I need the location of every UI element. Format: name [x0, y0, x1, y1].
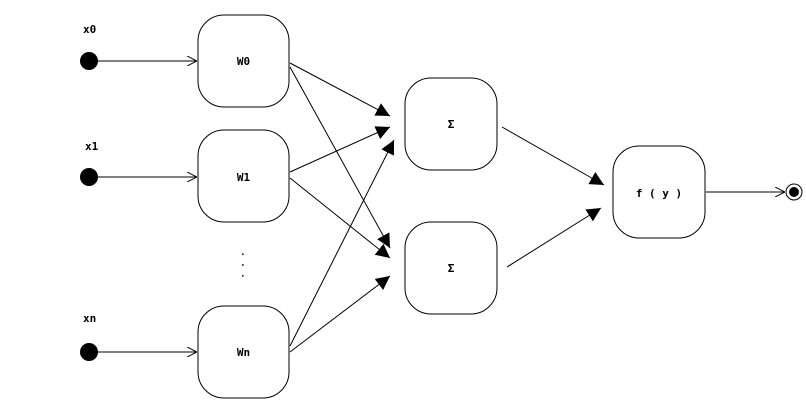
weight-node-w0: W0 [197, 14, 290, 108]
input-node-xn [80, 343, 98, 361]
output-terminal [785, 183, 803, 201]
input-node-x1 [80, 168, 98, 186]
activation-label: f ( y ) [636, 187, 682, 200]
weight-node-wn: Wn [197, 305, 290, 399]
ellipsis: . . . [239, 251, 249, 278]
edge-w0-sum2 [289, 66, 391, 249]
sum-node-2: Σ [404, 221, 498, 315]
sum-label-1: Σ [448, 118, 455, 131]
edge-wn-sum2 [289, 275, 391, 353]
edge-sum2-activation [506, 207, 602, 268]
input-label-x1: x1 [85, 140, 99, 153]
activation-node: f ( y ) [612, 145, 706, 239]
weight-label-w1: W1 [237, 171, 251, 184]
weight-label-w0: W0 [237, 55, 250, 68]
edge-w0-sum1 [289, 62, 391, 117]
input-node-x0 [80, 52, 98, 70]
edge-wn-sum1 [289, 139, 395, 347]
sum-node-1: Σ [404, 77, 498, 171]
sum-label-2: Σ [448, 262, 455, 275]
input-label-x0: x0 [83, 23, 96, 36]
edge-w1-sum1 [289, 126, 391, 173]
weight-node-w1: W1 [197, 129, 290, 223]
edge-sum1-activation [501, 126, 605, 186]
ellipsis-glyph: . . . [239, 251, 249, 278]
weight-label-wn: Wn [237, 346, 250, 359]
edge-w1-sum2 [289, 177, 391, 259]
input-label-xn: xn [83, 312, 96, 325]
